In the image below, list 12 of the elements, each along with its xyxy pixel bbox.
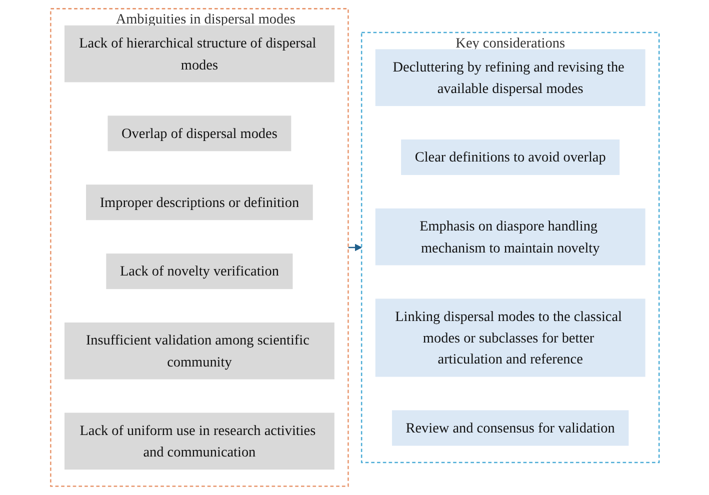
node-box: Lack of novelty verification: [106, 254, 292, 290]
node-box: Review and consensus for validation: [392, 410, 628, 446]
node-box: Overlap of dispersal modes: [107, 116, 291, 152]
node-box: Emphasis on diaspore handling mechanism to maintain novelty: [374, 208, 645, 266]
node-box: Clear definitions to avoid overlap: [400, 139, 620, 175]
node-box: Decluttering by refining and revising the available dispersal modes: [374, 49, 645, 106]
node-box: Improper descriptions or definition: [86, 184, 312, 220]
node-box: Linking dispersal modes to the classical modes or subclasses for better articulation and reference: [374, 298, 645, 377]
node-box: Insufficient validation among scientific community: [64, 322, 334, 380]
arrow: [348, 244, 362, 252]
node-box: Lack of uniform use in research activities and communication: [64, 412, 334, 470]
node-box: Lack of hierarchical structure of dispersal modes: [64, 25, 334, 82]
